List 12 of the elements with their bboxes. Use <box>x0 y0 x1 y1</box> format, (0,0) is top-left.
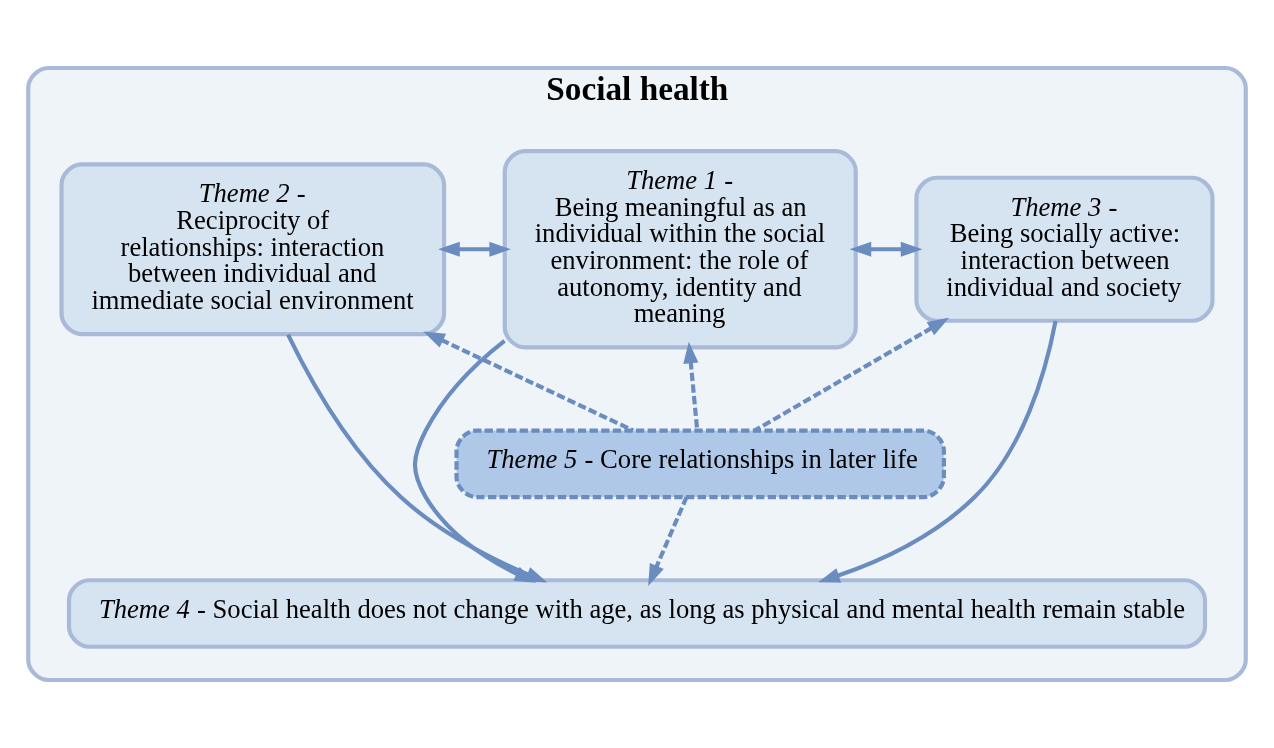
node-box: Theme 2 - Reciprocity of relationships: interaction between individual and immediate social environment <box>59 162 447 337</box>
node-box: Theme 4 - Social health does not change with age, as long as physical and mental health remain stable <box>66 578 1208 649</box>
node-box: Theme 5 - Core relationships in later life <box>454 428 946 500</box>
arrow <box>648 496 689 586</box>
arrow <box>683 341 700 431</box>
arrow <box>849 241 923 257</box>
node-box: Theme 1 - Being meaningful as an individual within the social environment: the role of autonomy, identity and meaning <box>502 149 858 350</box>
arrow <box>818 320 1058 583</box>
arrow <box>438 241 512 257</box>
arrow <box>413 339 537 583</box>
arrow <box>423 331 634 433</box>
node-box: Theme 3 - Being socially active: interaction between individual and society <box>914 175 1215 323</box>
